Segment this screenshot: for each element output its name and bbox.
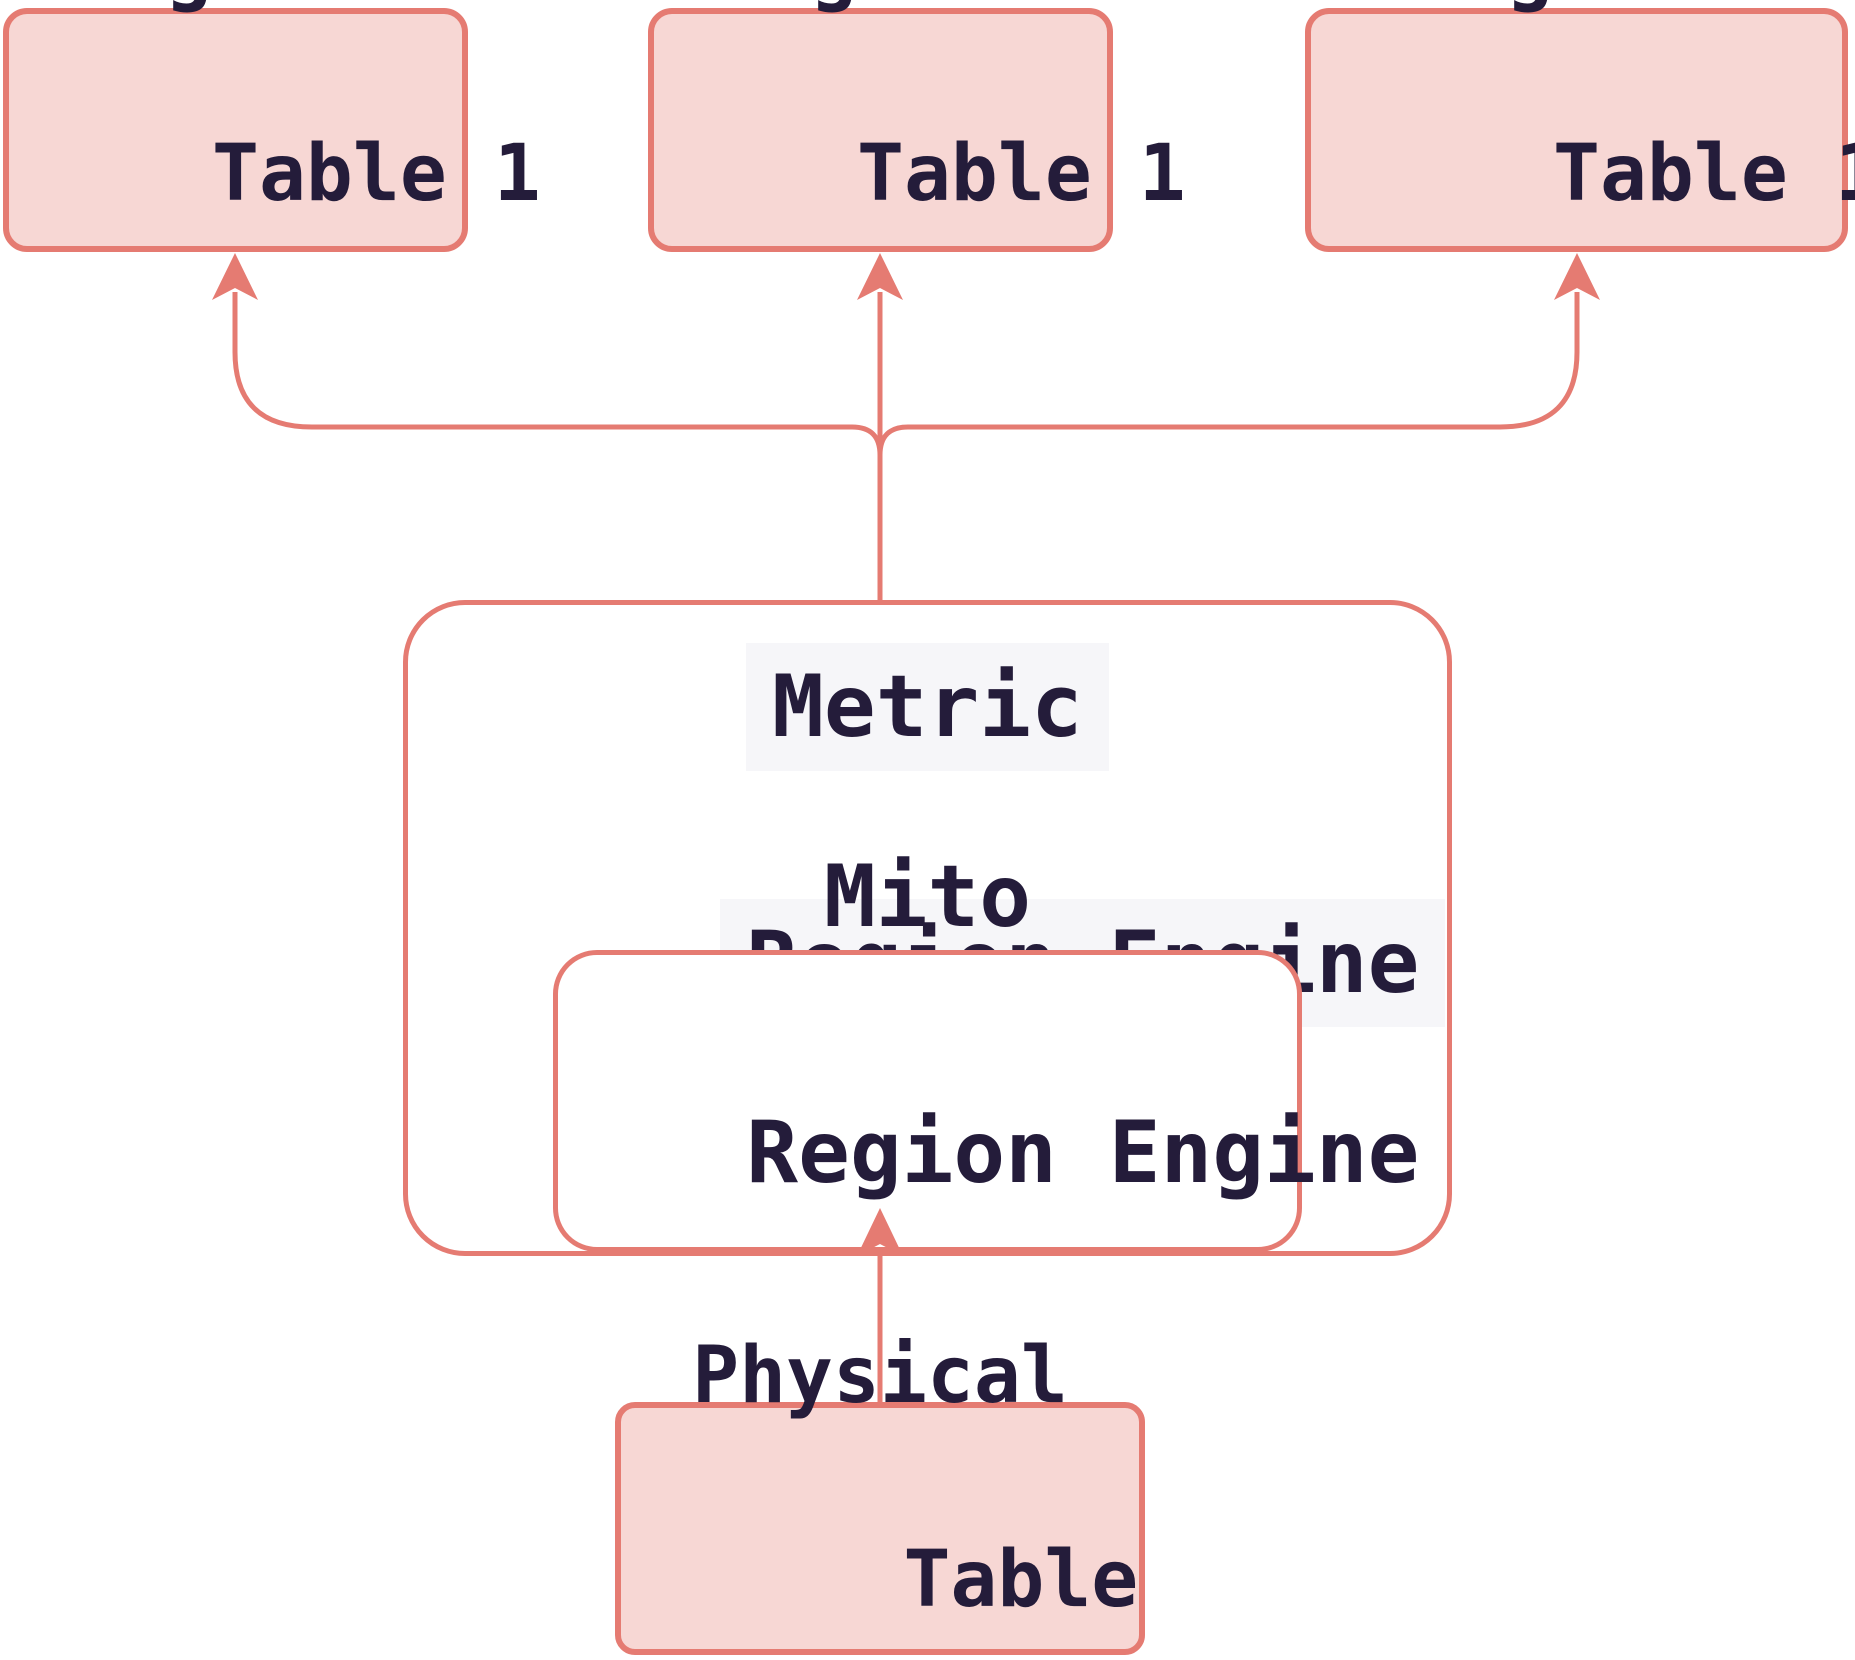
mito-region-engine-label: Mito Region Engine xyxy=(436,833,1420,1345)
mito-label-line2: Region Engine xyxy=(746,1103,1420,1203)
physical-table-label: Physical Table xyxy=(692,1330,1139,1625)
logical-table-3-label: Logical Table 1 xyxy=(1412,0,1855,219)
metric-label-line1: Metric xyxy=(746,643,1109,771)
logical-table-node-3: Logical Table 1 xyxy=(1305,0,1855,252)
logical-table-2-label: Logical Table 1 xyxy=(716,0,1186,219)
connector-metric-to-logical-3 xyxy=(877,292,1580,600)
connector-metric-to-logical-1 xyxy=(232,292,883,600)
physical-table-node: Physical Table xyxy=(615,1331,1145,1655)
mito-region-engine-node: Mito Region Engine xyxy=(553,847,1419,1252)
mito-label-line1: Mito xyxy=(823,847,1032,947)
logical-table-1-label: Logical Table 1 xyxy=(71,0,541,219)
logical-table-node-2: Logical Table 1 xyxy=(648,0,1186,252)
logical-table-node-1: Logical Table 1 xyxy=(3,0,541,252)
